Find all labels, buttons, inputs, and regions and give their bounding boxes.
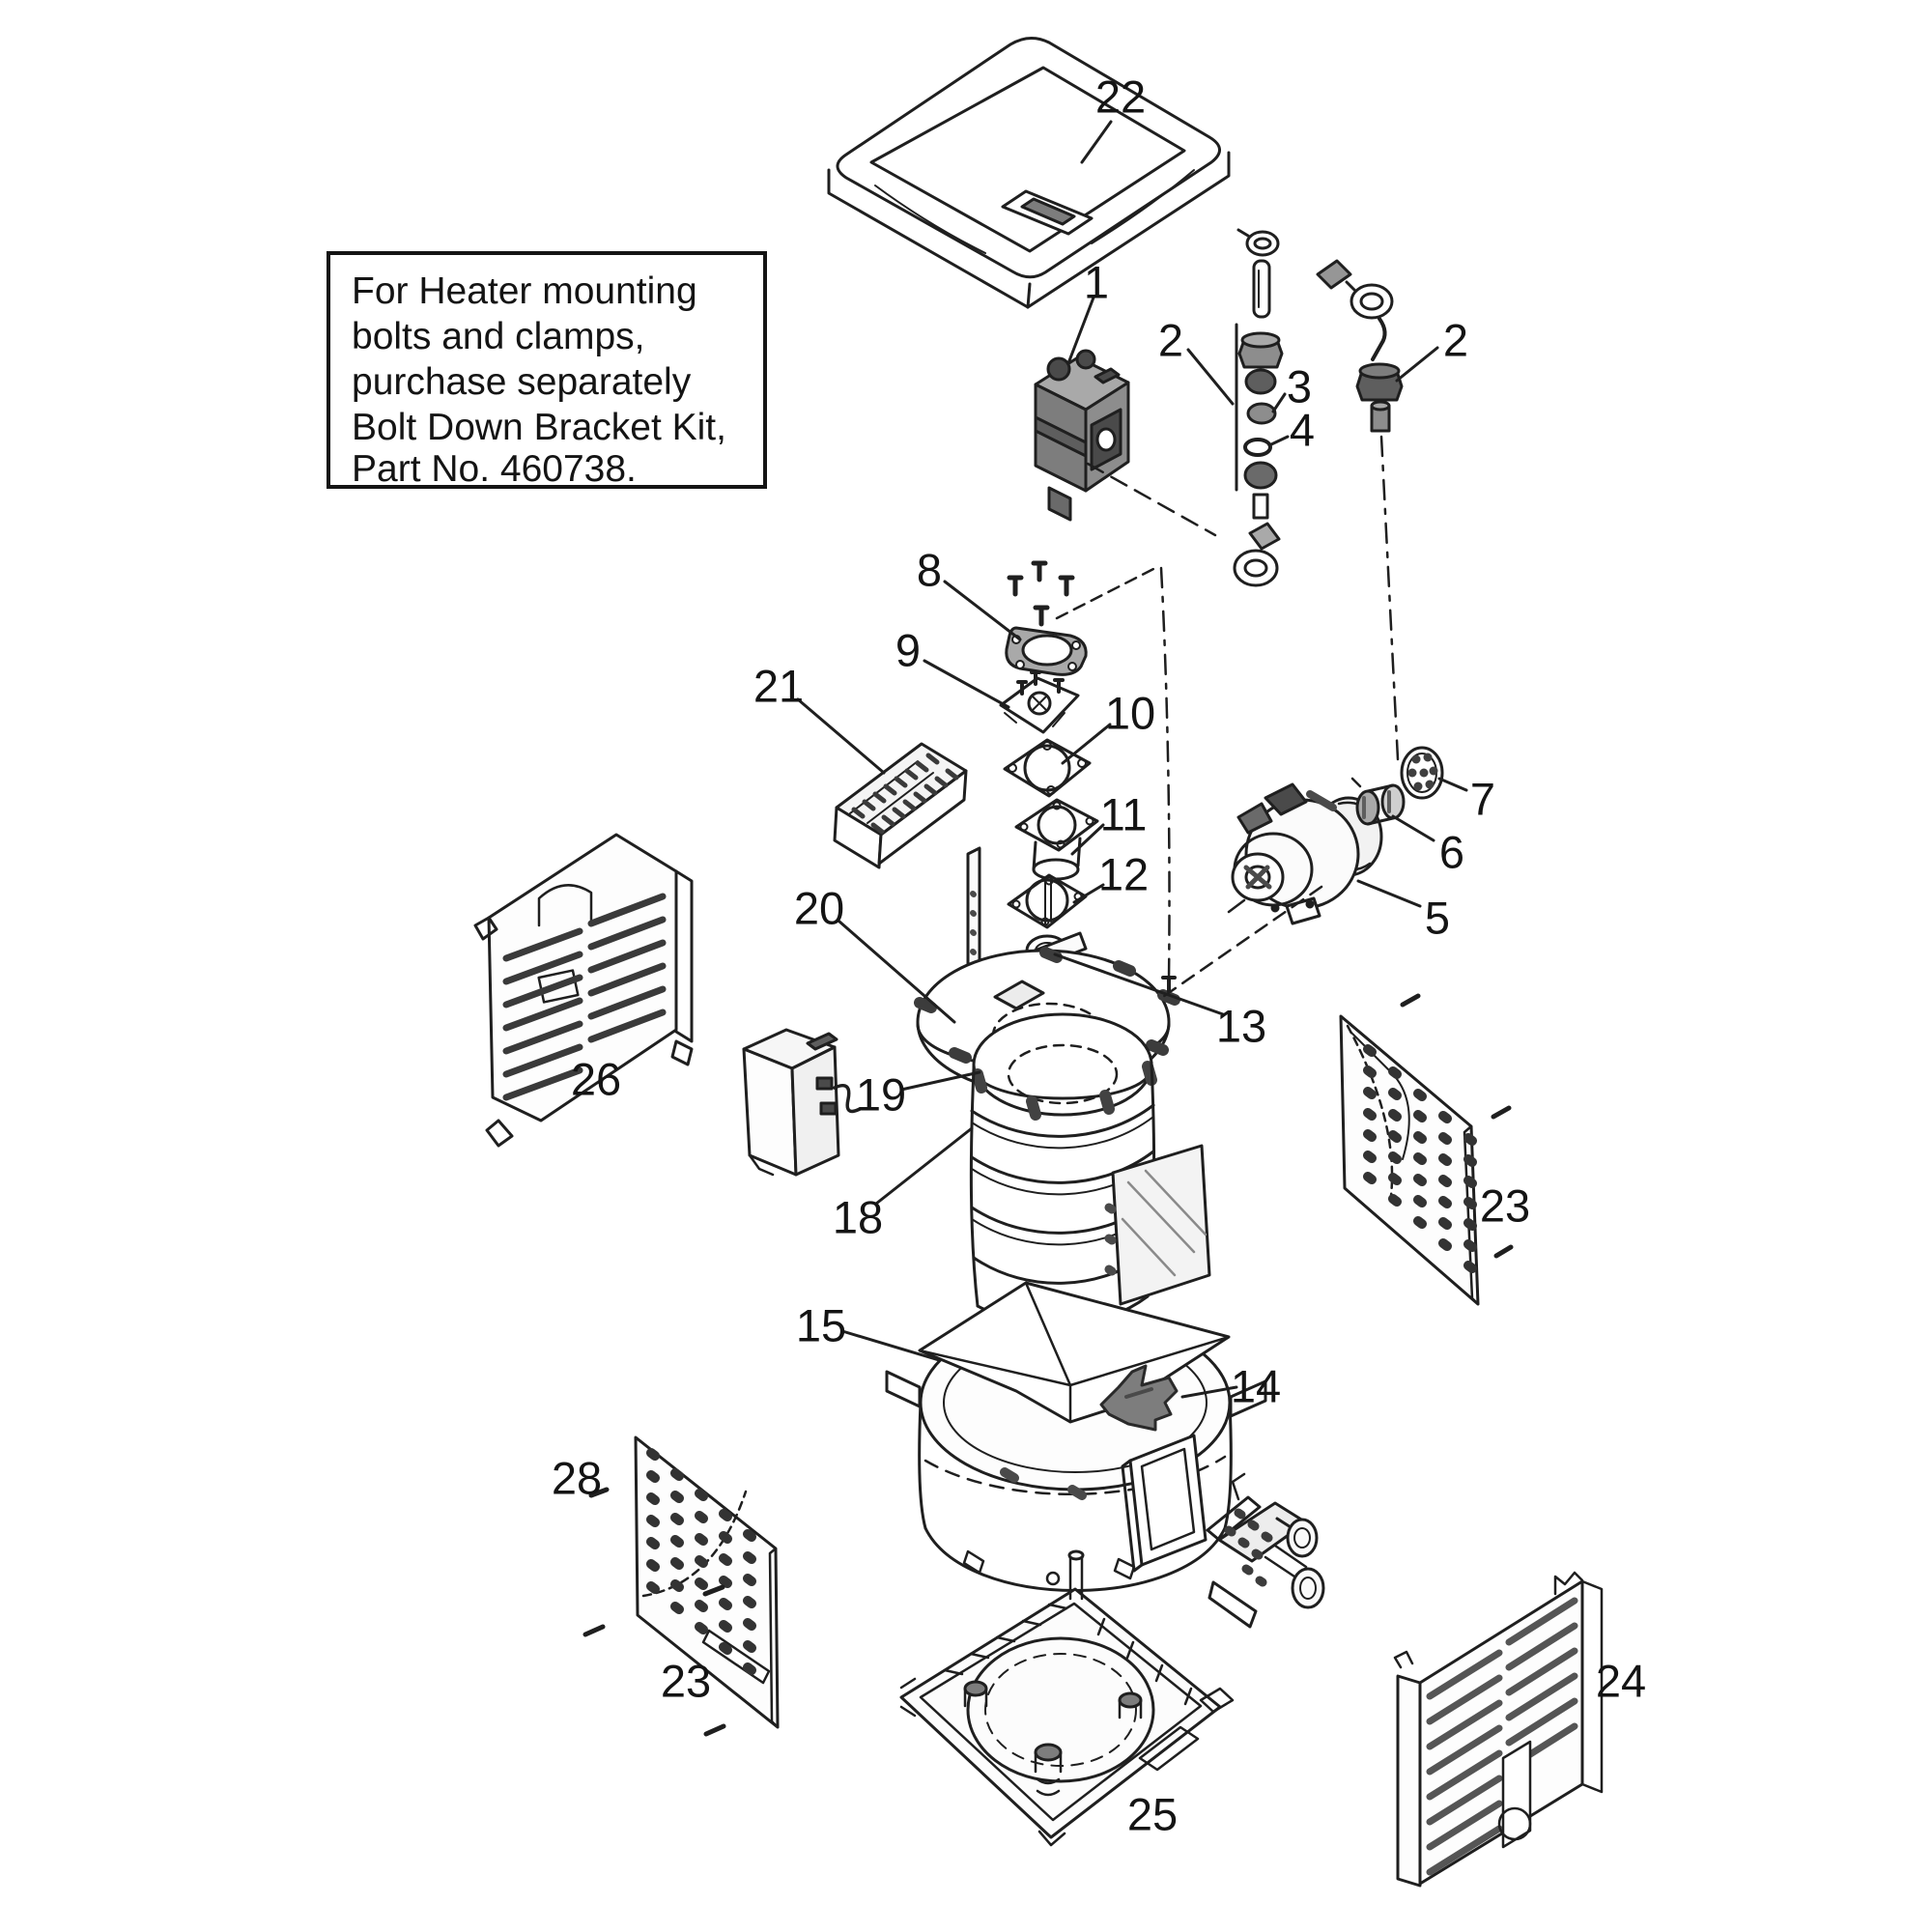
pilot-plate-9 (999, 670, 1080, 734)
ignition-module (742, 1028, 862, 1177)
note-line-1: For Heater mounting (352, 270, 697, 312)
side-plate (1104, 1144, 1211, 1306)
part-label-4: 4 (1290, 405, 1315, 456)
part-label-3: 3 (1287, 361, 1312, 412)
leader-lines (796, 120, 1468, 1399)
part-label-21: 21 (753, 661, 804, 712)
gas-manifold (1206, 1472, 1325, 1629)
part-label-13: 13 (1216, 1001, 1266, 1052)
part-label-24: 24 (1596, 1656, 1646, 1707)
part-label-10: 10 (1105, 688, 1155, 739)
part-label-14: 14 (1231, 1361, 1281, 1412)
venturi-11 (1014, 798, 1099, 881)
note-line-5: Part No. 460738. (352, 448, 637, 490)
part-label-26: 26 (571, 1054, 621, 1105)
burner-tray-21 (833, 742, 968, 869)
firebox-15 (885, 1281, 1267, 1592)
orifice-disc-7 (1400, 746, 1444, 800)
part-label-23: 23 (1480, 1180, 1530, 1232)
part-label-6: 6 (1439, 827, 1464, 878)
part-label-1: 1 (1084, 257, 1109, 308)
part-label-25: 25 (1127, 1789, 1178, 1840)
panel-24 (1393, 1571, 1604, 1888)
part-label-20: 20 (794, 883, 844, 934)
mounting-screws (1007, 560, 1075, 627)
tick-marks (582, 993, 1514, 1737)
note-line-4: Bolt Down Bracket Kit, (352, 407, 726, 448)
flue-deflector-14 (1099, 1364, 1179, 1432)
part-label-28: 28 (552, 1453, 602, 1504)
routing-lines (1055, 435, 1400, 1003)
base-25 (899, 1549, 1235, 1847)
panel-23-right (1339, 1014, 1480, 1306)
part-label-7: 7 (1470, 774, 1495, 825)
part-label-23b: 23 (661, 1656, 711, 1707)
part-label-9: 9 (895, 625, 921, 676)
part-label-2b: 2 (1443, 315, 1468, 366)
part-label-11: 11 (1100, 789, 1148, 840)
part-label-18: 18 (833, 1192, 883, 1243)
panel-26 (473, 833, 694, 1148)
top-lid (827, 37, 1231, 309)
note-line-3: purchase separately (352, 361, 692, 403)
gas-valve (1034, 349, 1130, 522)
note-line-2: bolts and clamps, (352, 316, 645, 357)
part-label-22: 22 (1095, 71, 1146, 123)
gas-fitting-stack-left (1233, 228, 1284, 587)
frame-gasket (1121, 1434, 1208, 1573)
coupling-6 (1350, 777, 1406, 826)
flange-gasket-8 (1005, 626, 1088, 676)
part-label-2: 2 (1158, 315, 1183, 366)
panel-23-bottom-left (634, 1435, 780, 1729)
part-label-12: 12 (1098, 849, 1149, 900)
part-label-19: 19 (856, 1069, 906, 1121)
note-box: For Heater mounting bolts and clamps, pu… (327, 251, 767, 490)
gasket-10 (1003, 738, 1092, 798)
part-label-5: 5 (1425, 893, 1450, 944)
part-label-15: 15 (796, 1300, 846, 1351)
part-label-8: 8 (917, 545, 942, 596)
part-labels: 22 1 2 3 4 2 8 9 10 21 11 12 20 13 7 6 5… (552, 71, 1646, 1840)
gas-fitting-stack-right (1316, 259, 1404, 433)
